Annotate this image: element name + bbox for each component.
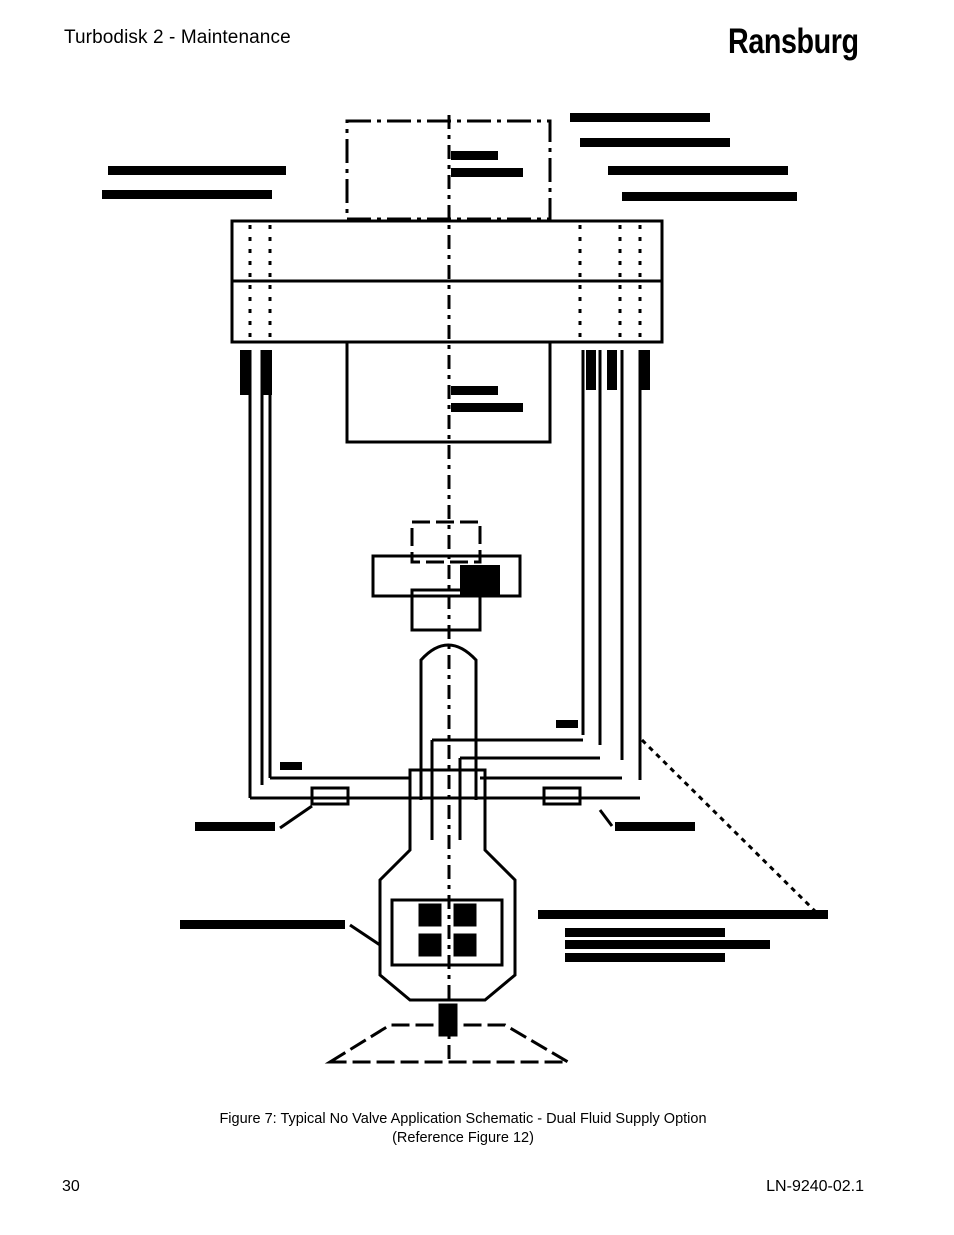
coupling-mid: [371, 554, 522, 598]
page-number: 30: [62, 1178, 80, 1195]
atomizer-head: [378, 768, 517, 1002]
figure-reference: (Reference Figure 12): [392, 1130, 534, 1146]
atomizer-shaft: [419, 643, 478, 800]
schematic-diagram: [102, 113, 828, 1064]
lower-enclosure: [345, 340, 552, 444]
manifold-upper: [230, 219, 664, 283]
manifold-lower: [230, 279, 664, 344]
page-header-title: Turbodisk 2 - Maintenance: [64, 27, 291, 48]
coupling-bottom: [410, 588, 482, 632]
bell-cup: [324, 1023, 574, 1064]
document-code: LN-9240-02.1: [766, 1178, 864, 1195]
ransburg-logo: Ransburg: [728, 22, 859, 61]
figure-caption: Figure 7: Typical No Valve Application S…: [219, 1111, 707, 1127]
coupling-top: [410, 520, 482, 564]
